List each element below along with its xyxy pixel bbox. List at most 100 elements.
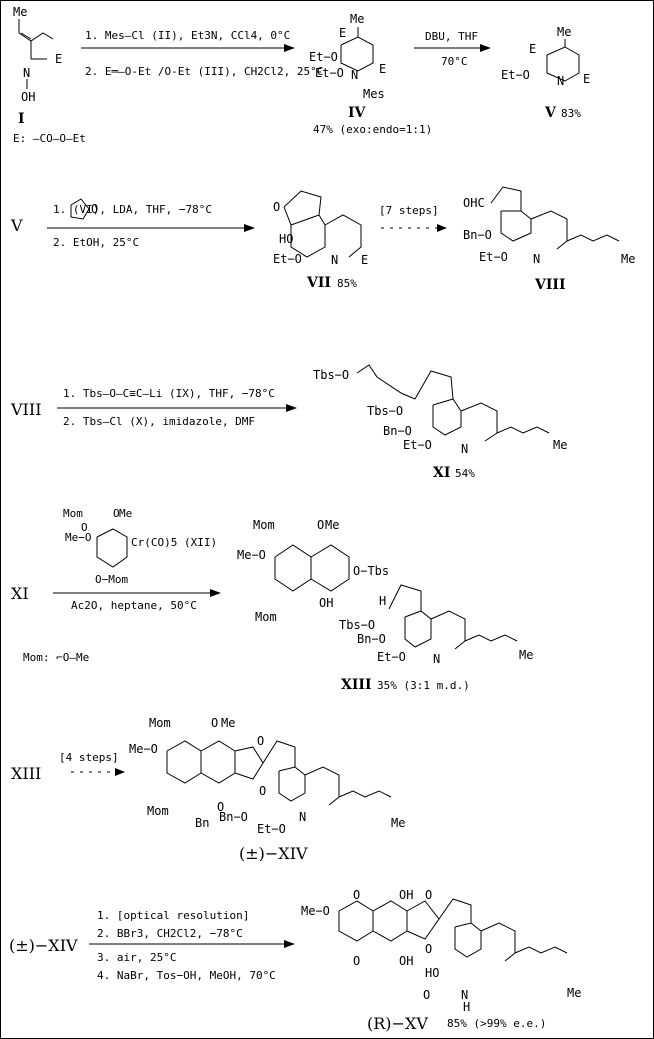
structure-XV: Me−O O O OH OH O O HO O N H Me: [301, 888, 581, 1014]
structure-I: Me E N OH: [13, 5, 62, 104]
svg-text:Et−O: Et−O: [273, 252, 302, 266]
label-VII: VII: [306, 275, 331, 291]
structure-V: Me E E Et−O N: [501, 25, 590, 88]
reagent-7-1: [4 steps]: [59, 751, 119, 764]
yield-XIII: 35% (3:1 m.d.): [377, 679, 470, 692]
cyclopentenone-icon: O: [70, 198, 98, 220]
reagent-5-2: 2. Tbs—Cl (X), imidazole, DMF: [63, 415, 255, 428]
yield-XV: 85% (>99% e.e.): [447, 1017, 546, 1030]
svg-text:O: O: [91, 202, 98, 216]
svg-text:E: E: [529, 42, 536, 56]
svg-text:Bn−O: Bn−O: [219, 810, 248, 824]
svg-text:N: N: [533, 252, 540, 266]
svg-text:Me: Me: [119, 507, 132, 520]
svg-text:O: O: [423, 988, 430, 1002]
svg-text:Me: Me: [13, 5, 27, 19]
svg-text:Me−O: Me−O: [237, 548, 266, 562]
svg-text:Et−O: Et−O: [315, 66, 344, 80]
svg-text:N: N: [557, 74, 564, 88]
svg-text:N: N: [351, 68, 358, 82]
svg-text:Tbs−O: Tbs−O: [313, 368, 349, 382]
reagent-5-1: 1. Tbs—O—C≡C—Li (IX), THF, −78°C: [63, 387, 275, 400]
label-XIV: (±)−XIV: [239, 844, 308, 863]
svg-text:Me−O: Me−O: [129, 742, 158, 756]
svg-text:Mom: Mom: [149, 716, 171, 730]
svg-text:HO: HO: [425, 966, 439, 980]
svg-text:O−Mom: O−Mom: [95, 573, 128, 586]
svg-text:O: O: [353, 888, 360, 902]
svg-text:Mom: Mom: [253, 518, 275, 532]
svg-text:HO: HO: [279, 232, 293, 246]
svg-text:Me: Me: [553, 438, 567, 452]
svg-text:Mom: Mom: [255, 610, 277, 624]
svg-text:N: N: [331, 253, 338, 267]
start-XI: XI: [11, 584, 29, 603]
svg-text:N: N: [299, 810, 306, 824]
svg-text:OH: OH: [21, 90, 35, 104]
reagent-8-3: 3. air, 25°C: [97, 951, 176, 964]
svg-text:N: N: [461, 442, 468, 456]
label-XV: (R)−XV: [367, 1014, 428, 1033]
label-XIII: XIII: [341, 677, 372, 693]
note-E: E: —CO—O—Et: [13, 132, 86, 145]
structure-IV: Me E E Et−O Et−O N Mes: [309, 12, 386, 101]
label-XI: XI: [433, 465, 450, 481]
label-VIII: VIII: [534, 277, 566, 293]
svg-text:OH: OH: [399, 954, 413, 968]
label-I: I: [18, 111, 25, 127]
svg-text:O: O: [259, 784, 266, 798]
label-V: V: [544, 105, 557, 121]
svg-text:Me: Me: [519, 648, 533, 662]
reagent-8-1: 1. [optical resolution]: [97, 909, 249, 922]
structure-XIV: Mom O Me Me−O O O Mom O Bn Bn−O Et−O N M…: [129, 716, 405, 836]
svg-text:E: E: [361, 253, 368, 267]
svg-text:Me−O: Me−O: [301, 904, 330, 918]
svg-text:Mes: Mes: [363, 87, 385, 101]
svg-text:Me: Me: [350, 12, 364, 26]
structure-VIII: OHC Bn−O Et−O N Me: [463, 186, 635, 266]
svg-text:O: O: [425, 888, 432, 902]
yield-IV: 47% (exo:endo=1:1): [313, 123, 432, 136]
svg-text:Me: Me: [621, 252, 635, 266]
svg-text:Et−O: Et−O: [257, 822, 286, 836]
svg-text:O: O: [273, 200, 280, 214]
svg-text:Me: Me: [567, 986, 581, 1000]
svg-text:OH: OH: [319, 596, 333, 610]
svg-text:N: N: [23, 66, 30, 80]
svg-text:O: O: [425, 942, 432, 956]
svg-text:Et−O: Et−O: [501, 68, 530, 82]
svg-text:Mom: Mom: [147, 804, 169, 818]
reagent-3-1: 1. (VI), LDA, THF, −78°C: [53, 203, 212, 216]
svg-text:Tbs−O: Tbs−O: [367, 404, 403, 418]
svg-text:Et−O: Et−O: [479, 250, 508, 264]
yield-V: 83%: [561, 107, 581, 120]
svg-text:Et−O: Et−O: [403, 438, 432, 452]
svg-text:Bn−O: Bn−O: [383, 424, 412, 438]
svg-text:E: E: [339, 26, 346, 40]
svg-text:Tbs−O: Tbs−O: [339, 618, 375, 632]
svg-text:Et−O: Et−O: [377, 650, 406, 664]
svg-text:E: E: [583, 72, 590, 86]
svg-text:Me: Me: [391, 816, 405, 830]
svg-text:Et−O: Et−O: [309, 50, 338, 64]
structure-VII: O HO N E Et−O: [273, 190, 368, 267]
yield-VII: 85%: [337, 277, 357, 290]
reagent-3-2: 2. EtOH, 25°C: [53, 236, 139, 249]
start-XIV: (±)−XIV: [9, 936, 78, 955]
label-IV: IV: [348, 105, 367, 121]
reagent-1-2: 2. E═—O-Et /O-Et (III), CH2Cl2, 25°C: [85, 65, 323, 78]
svg-text:OHC: OHC: [463, 196, 485, 210]
start-VIII: VIII: [10, 400, 42, 419]
reagent-8-2: 2. BBr3, CH2Cl2, −78°C: [97, 927, 243, 940]
svg-text:OH: OH: [399, 888, 413, 902]
structure-XII: Mom O Me Me−O O O−Mom: [63, 507, 132, 586]
svg-text:O: O: [113, 507, 120, 520]
svg-text:Bn: Bn: [195, 816, 209, 830]
svg-text:E: E: [379, 62, 386, 76]
svg-text:O: O: [211, 716, 218, 730]
svg-text:O: O: [217, 800, 224, 814]
svg-text:Me: Me: [325, 518, 339, 532]
svg-text:O−Tbs: O−Tbs: [353, 564, 389, 578]
svg-text:N: N: [461, 988, 468, 1002]
